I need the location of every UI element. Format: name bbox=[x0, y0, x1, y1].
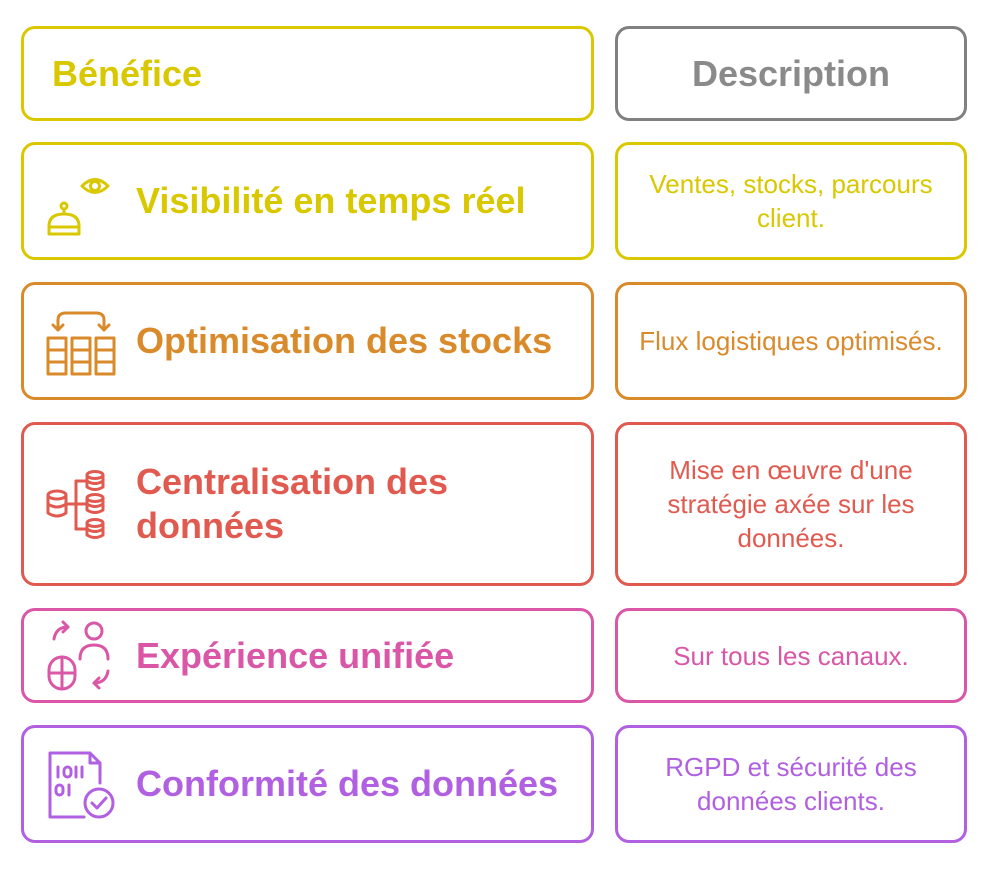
header-description-label: Description bbox=[691, 52, 891, 94]
eye-robot-icon bbox=[44, 164, 118, 238]
benefit-description: RGPD et sécurité des données clients. bbox=[665, 752, 917, 816]
description-row-stock: Flux logistiques optimisés. bbox=[615, 282, 967, 400]
header-benefit-box: Bénéfice bbox=[21, 26, 594, 121]
description-row-compliance: RGPD et sécurité des données clients. bbox=[615, 725, 967, 843]
description-row-visibility: Ventes, stocks, parcours client. bbox=[615, 142, 967, 260]
header-benefit-label: Bénéfice bbox=[52, 52, 203, 94]
benefit-title: Expérience unifiée bbox=[136, 634, 455, 676]
benefit-row-experience: Expérience unifiée bbox=[21, 608, 594, 703]
benefit-description: Ventes, stocks, parcours client. bbox=[649, 169, 933, 233]
binary-file-check-icon bbox=[44, 747, 118, 821]
benefit-description: Sur tous les canaux. bbox=[673, 640, 909, 671]
user-sync-icon bbox=[44, 619, 118, 693]
benefit-title: Centralisation des données bbox=[136, 461, 449, 546]
description-row-experience: Sur tous les canaux. bbox=[615, 608, 967, 703]
benefit-row-visibility: Visibilité en temps réel bbox=[21, 142, 594, 260]
inventory-transfer-icon bbox=[44, 304, 118, 378]
benefit-title: Optimisation des stocks bbox=[136, 320, 553, 361]
benefit-title: Visibilité en temps réel bbox=[136, 180, 526, 221]
benefit-description: Mise en œuvre d'une stratégie axée sur l… bbox=[667, 455, 915, 553]
database-hierarchy-icon bbox=[44, 467, 118, 541]
benefit-row-centralisation: Centralisation des données bbox=[21, 422, 594, 586]
benefit-title: Conformité des données bbox=[136, 763, 559, 804]
header-description-box: Description bbox=[615, 26, 967, 121]
benefit-description: Flux logistiques optimisés. bbox=[639, 326, 943, 356]
benefit-row-compliance: Conformité des données bbox=[21, 725, 594, 843]
benefit-row-stock: Optimisation des stocks bbox=[21, 282, 594, 400]
description-row-centralisation: Mise en œuvre d'une stratégie axée sur l… bbox=[615, 422, 967, 586]
